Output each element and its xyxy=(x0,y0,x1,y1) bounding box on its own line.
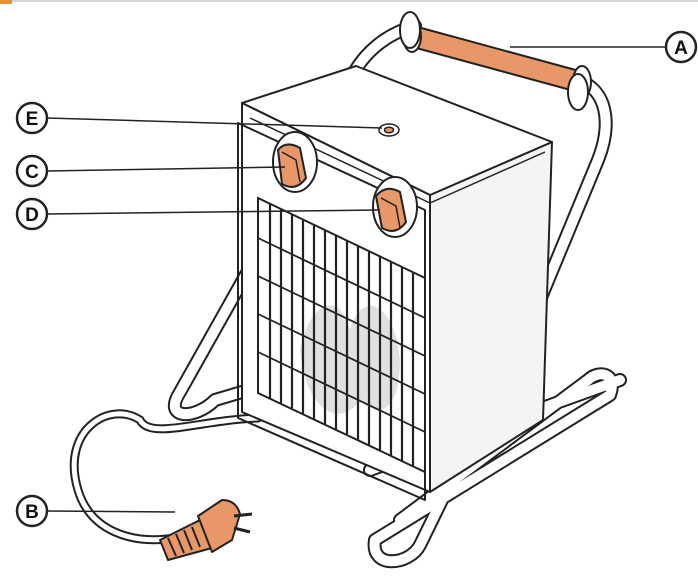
leader-line-b xyxy=(47,511,175,512)
callout-label-c: C xyxy=(25,162,39,183)
callout-label-e: E xyxy=(26,109,39,130)
right-knob xyxy=(373,177,417,237)
callout-a: A xyxy=(666,32,696,62)
callout-e: E xyxy=(17,103,47,133)
callout-c: C xyxy=(17,156,47,186)
callout-label-a: A xyxy=(674,38,688,59)
callout-b: B xyxy=(17,496,47,526)
callout-d: D xyxy=(17,199,47,229)
callout-label-b: B xyxy=(25,502,39,523)
callout-label-d: D xyxy=(25,205,39,226)
left-knob xyxy=(273,132,317,192)
top-indicator xyxy=(379,124,399,136)
power-plug xyxy=(160,500,252,560)
